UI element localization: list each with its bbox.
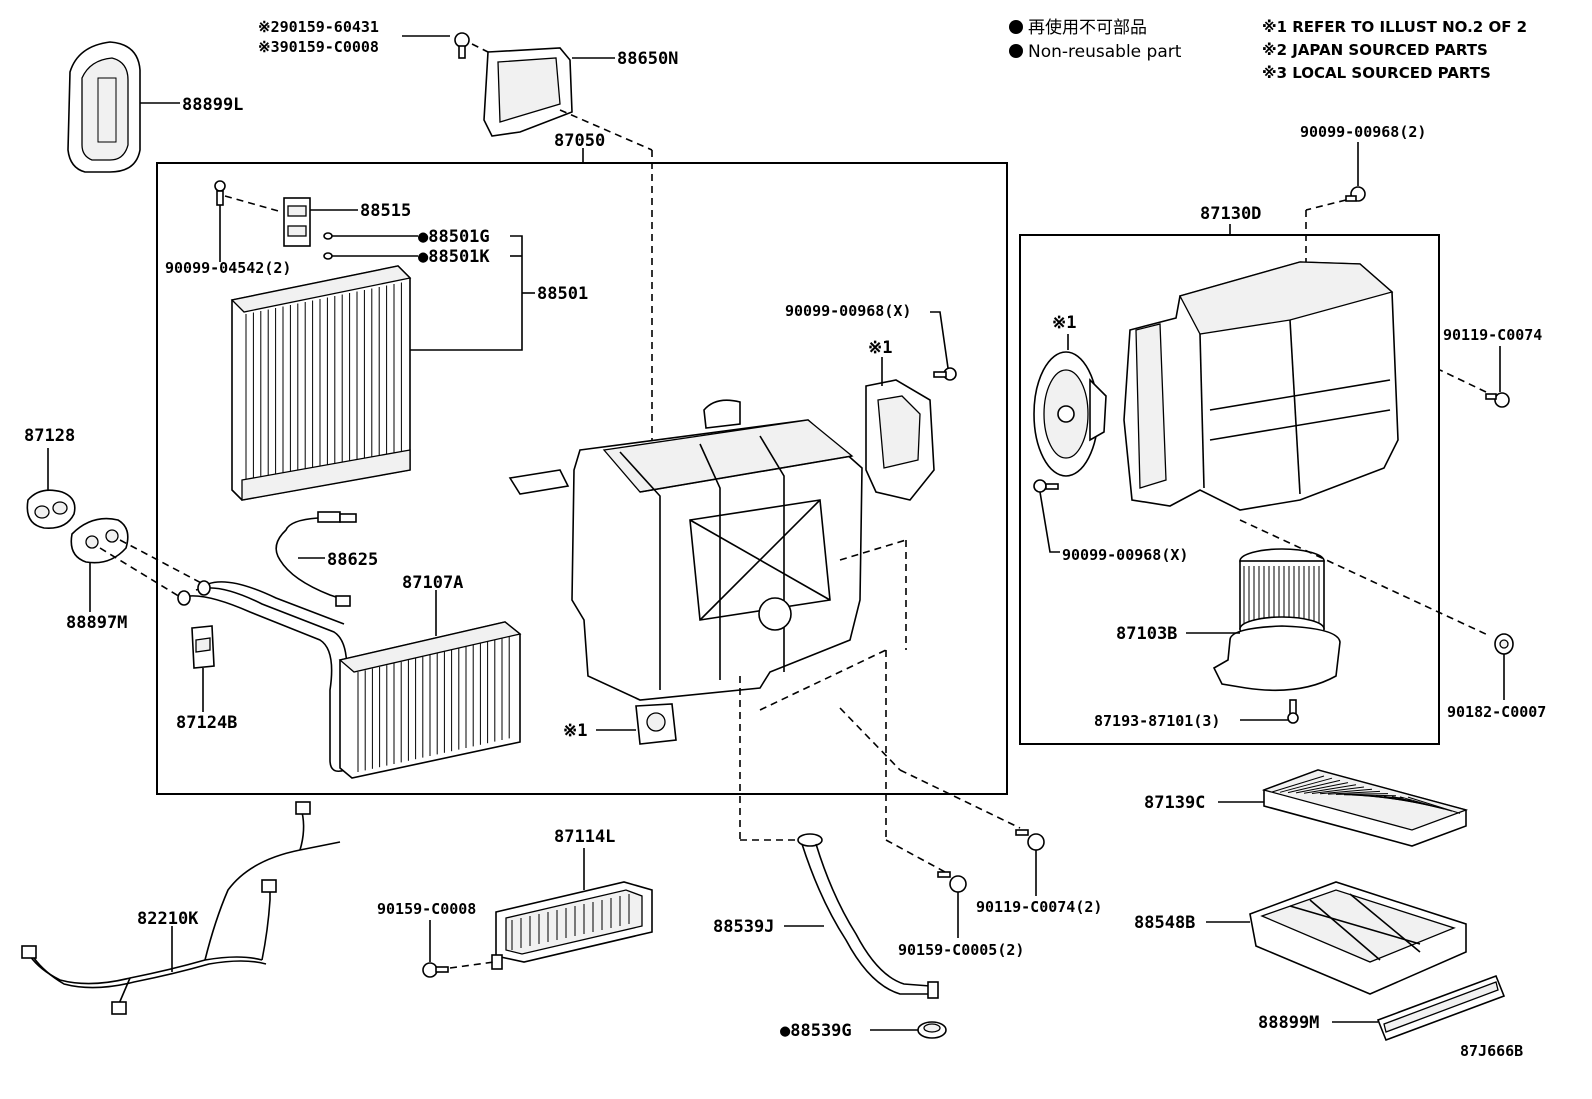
screw-90099-00968-mid [933, 367, 957, 381]
part-88539G-plug-illustration [917, 1021, 947, 1039]
note-3: ※3 LOCAL SOURCED PARTS [1262, 64, 1491, 82]
note-2: ※2 JAPAN SOURCED PARTS [1262, 41, 1488, 59]
label-90119-C0074-2: 90119-C0074(2) [976, 898, 1102, 916]
ref-1-lower: ※1 [563, 721, 587, 741]
screw-90159-C0005-2 [937, 871, 967, 893]
part-87139C-filter-illustration [1261, 769, 1469, 847]
hvac-housing-illustration [508, 399, 863, 701]
label-90099-00968-2: 90099-00968(2) [1300, 123, 1426, 141]
label-88501K: ●88501K [418, 247, 490, 267]
legend-jp: 再使用不可部品 [1028, 17, 1147, 38]
label-88899M: 88899M [1258, 1013, 1319, 1033]
screw-90099-00968-top [1345, 186, 1366, 202]
label-90159-60431: ※290159-60431 [258, 18, 379, 36]
part-88897M-plate-illustration [70, 517, 129, 564]
part-87124B-clamp-illustration [191, 625, 215, 669]
part-88501-evaporator-illustration [230, 265, 412, 501]
label-90099-00968-X-mid: 90099-00968(X) [785, 302, 911, 320]
label-88625: 88625 [327, 550, 378, 570]
screw-90159-C0008-bot [422, 962, 449, 978]
label-87139C: 87139C [1144, 793, 1205, 813]
part-90182-C0007-illustration [1494, 633, 1514, 655]
screw-87193-87101 [1287, 699, 1299, 724]
label-87193-87101: 87193-87101(3) [1094, 712, 1220, 730]
label-90182-C0007: 90182-C0007 [1447, 703, 1546, 721]
label-87128: 87128 [24, 426, 75, 446]
part-82210K-harness-illustration [21, 801, 341, 1015]
part-87107A-heater-illustration [177, 580, 522, 779]
actuator-round-illustration [1033, 351, 1107, 477]
label-88501: 88501 [537, 284, 588, 304]
part-87128-grommet-illustration [26, 489, 76, 530]
label-90159-C0008-bot: 90159-C0008 [377, 900, 476, 918]
label-87114L: 87114L [554, 827, 615, 847]
actuator-lower-illustration [635, 703, 677, 745]
label-90119-C0074: 90119-C0074 [1443, 326, 1542, 344]
label-87124B: 87124B [176, 713, 237, 733]
part-88515-illustration [283, 197, 311, 247]
screw-90159-top [454, 32, 470, 59]
legend-bullet-2 [1009, 44, 1023, 58]
label-87130D: 87130D [1200, 204, 1261, 224]
screw-90099-00968-right [1033, 479, 1059, 493]
note-1: ※1 REFER TO ILLUST NO.2 OF 2 [1262, 18, 1527, 36]
label-88539J: 88539J [713, 917, 774, 937]
part-87114L-illustration [491, 881, 653, 970]
o-ring-88501G [323, 232, 333, 240]
label-87107A: 87107A [402, 573, 463, 593]
part-87103B-blower-motor-illustration [1212, 548, 1341, 692]
legend: 再使用不可部品 Non-reusable part [1028, 17, 1182, 62]
screw-90119-C0074-right [1485, 392, 1510, 408]
label-87103B: 87103B [1116, 624, 1177, 644]
label-87050: 87050 [554, 131, 605, 151]
part-88548B-filter-case-illustration [1249, 881, 1467, 995]
label-88539G: ●88539G [780, 1021, 852, 1041]
part-88650N-illustration [483, 47, 573, 137]
label-82210K: 82210K [137, 909, 199, 929]
part-88539J-drain-hose-illustration [797, 833, 939, 999]
label-88897M: 88897M [66, 613, 127, 633]
notes: ※1 REFER TO ILLUST NO.2 OF 2 ※2 JAPAN SO… [1262, 18, 1527, 82]
screw-90119-C0074-2 [1015, 829, 1045, 851]
part-88625-sensor-illustration [275, 511, 357, 607]
part-88899M-door-illustration [1376, 974, 1506, 1042]
part-88899L-illustration [67, 41, 141, 173]
illustration-code: 87J666B [1460, 1042, 1523, 1060]
o-ring-88501K [323, 252, 333, 260]
label-88650N: 88650N [617, 49, 678, 69]
part-87130D-blower-case-illustration [1123, 261, 1399, 511]
label-88515: 88515 [360, 201, 411, 221]
ref-1-upper: ※1 [868, 338, 892, 358]
label-90099-00968-X-right: 90099-00968(X) [1062, 546, 1188, 564]
label-90159-C0008-top: ※390159-C0008 [258, 38, 379, 56]
label-88501G: ●88501G [418, 227, 490, 247]
label-90099-04542: 90099-04542(2) [165, 259, 291, 277]
label-90159-C0005-2: 90159-C0005(2) [898, 941, 1024, 959]
legend-en: Non-reusable part [1028, 42, 1182, 62]
ref-1-right: ※1 [1052, 313, 1076, 333]
label-88548B: 88548B [1134, 913, 1195, 933]
hvac-assembly-frame [156, 162, 1008, 795]
bolt-90099-04542 [214, 180, 226, 206]
legend-bullet-1 [1009, 20, 1023, 34]
actuator-upper-illustration [865, 379, 935, 501]
label-88899L: 88899L [182, 95, 243, 115]
